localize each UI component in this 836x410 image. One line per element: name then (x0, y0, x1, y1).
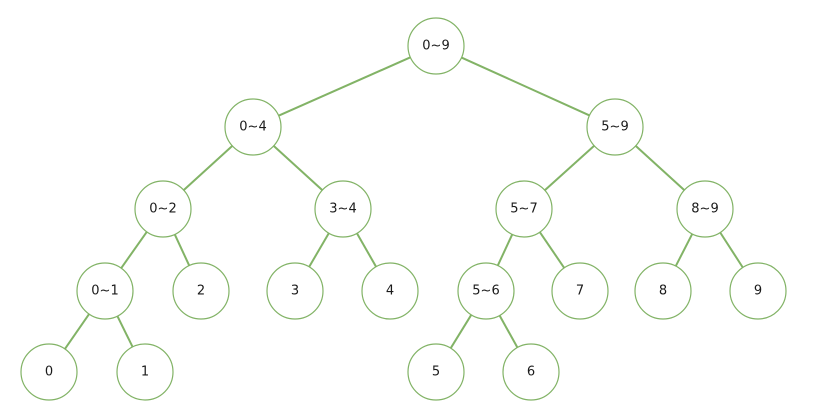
node-circle (729, 262, 787, 320)
node-circle (134, 180, 192, 238)
tree-node-n4: 4 (361, 262, 419, 320)
edge-n5-6-to-n5 (449, 314, 473, 349)
tree-node-n8: 8 (634, 262, 692, 320)
tree-node-n0: 0 (20, 343, 78, 401)
node-label: 9 (754, 284, 762, 299)
node-label: 5~9 (601, 120, 628, 135)
tree-nodes: 0~9 0~4 5~9 0~2 3~4 5~7 8~9 0~1 2 3 4 5~6 7 8 9 0 1 5 6 (20, 17, 787, 401)
edge-n3-4-to-n3 (308, 232, 330, 268)
node-circle (116, 343, 174, 401)
tree-node-n5-7: 5~7 (495, 180, 553, 238)
tree-node-n2: 2 (172, 262, 230, 320)
tree-node-n1: 1 (116, 343, 174, 401)
node-label: 3~4 (329, 202, 356, 217)
edge-n0-2-to-n0-1 (120, 231, 148, 269)
node-label: 5 (432, 365, 440, 380)
tree-node-n6: 6 (502, 343, 560, 401)
node-label: 8~9 (691, 202, 718, 217)
node-circle (495, 180, 553, 238)
edge-n8-9-to-n8 (674, 233, 694, 267)
edge-n5-7-to-n5-6 (496, 233, 514, 267)
tree-node-n9: 9 (729, 262, 787, 320)
tree-node-n5-6: 5~6 (457, 262, 515, 320)
node-label: 0~2 (149, 202, 176, 217)
edge-n0-9-to-n0-4 (278, 56, 411, 117)
tree-node-n0-1: 0~1 (76, 262, 134, 320)
node-label: 3 (291, 284, 299, 299)
node-label: 1 (141, 365, 149, 380)
node-circle (20, 343, 78, 401)
node-circle (407, 17, 465, 75)
node-circle (266, 262, 324, 320)
tree-node-n3: 3 (266, 262, 324, 320)
node-circle (76, 262, 134, 320)
tree-node-n8-9: 8~9 (676, 180, 734, 238)
edge-n8-9-to-n9 (719, 231, 744, 269)
node-label: 6 (527, 365, 535, 380)
node-circle (634, 262, 692, 320)
node-label: 4 (386, 284, 394, 299)
node-circle (224, 98, 282, 156)
node-label: 8 (659, 284, 667, 299)
edge-n5-6-to-n6 (498, 314, 519, 349)
edge-n0-4-to-n0-2 (183, 145, 233, 191)
node-circle (676, 180, 734, 238)
edge-n3-4-to-n4 (356, 232, 377, 268)
tree-node-n0-2: 0~2 (134, 180, 192, 238)
node-circle (407, 343, 465, 401)
node-label: 0 (45, 365, 53, 380)
tree-node-n0-9: 0~9 (407, 17, 465, 75)
node-circle (457, 262, 515, 320)
edge-n5-9-to-n8-9 (635, 145, 685, 191)
tree-node-n5: 5 (407, 343, 465, 401)
tree-node-n7: 7 (551, 262, 609, 320)
node-circle (502, 343, 560, 401)
edge-n5-7-to-n7 (538, 231, 566, 269)
tree-edges (64, 56, 744, 350)
edge-n0-1-to-n0 (64, 313, 90, 350)
node-circle (361, 262, 419, 320)
edge-n0-4-to-n3-4 (273, 145, 323, 191)
tree-node-n0-4: 0~4 (224, 98, 282, 156)
tree-node-n3-4: 3~4 (314, 180, 372, 238)
tree-node-n5-9: 5~9 (586, 98, 644, 156)
node-circle (314, 180, 372, 238)
edge-n0-9-to-n5-9 (461, 56, 590, 117)
node-label: 0~1 (91, 284, 118, 299)
node-label: 0~9 (422, 39, 449, 54)
edge-n5-9-to-n5-7 (544, 145, 595, 191)
edge-n0-1-to-n1 (116, 315, 134, 348)
node-label: 2 (197, 284, 205, 299)
node-circle (172, 262, 230, 320)
node-label: 5~6 (472, 284, 499, 299)
edge-n0-2-to-n2 (173, 233, 191, 267)
node-label: 7 (576, 284, 584, 299)
node-circle (551, 262, 609, 320)
node-label: 0~4 (239, 120, 266, 135)
node-circle (586, 98, 644, 156)
node-label: 5~7 (510, 202, 537, 217)
